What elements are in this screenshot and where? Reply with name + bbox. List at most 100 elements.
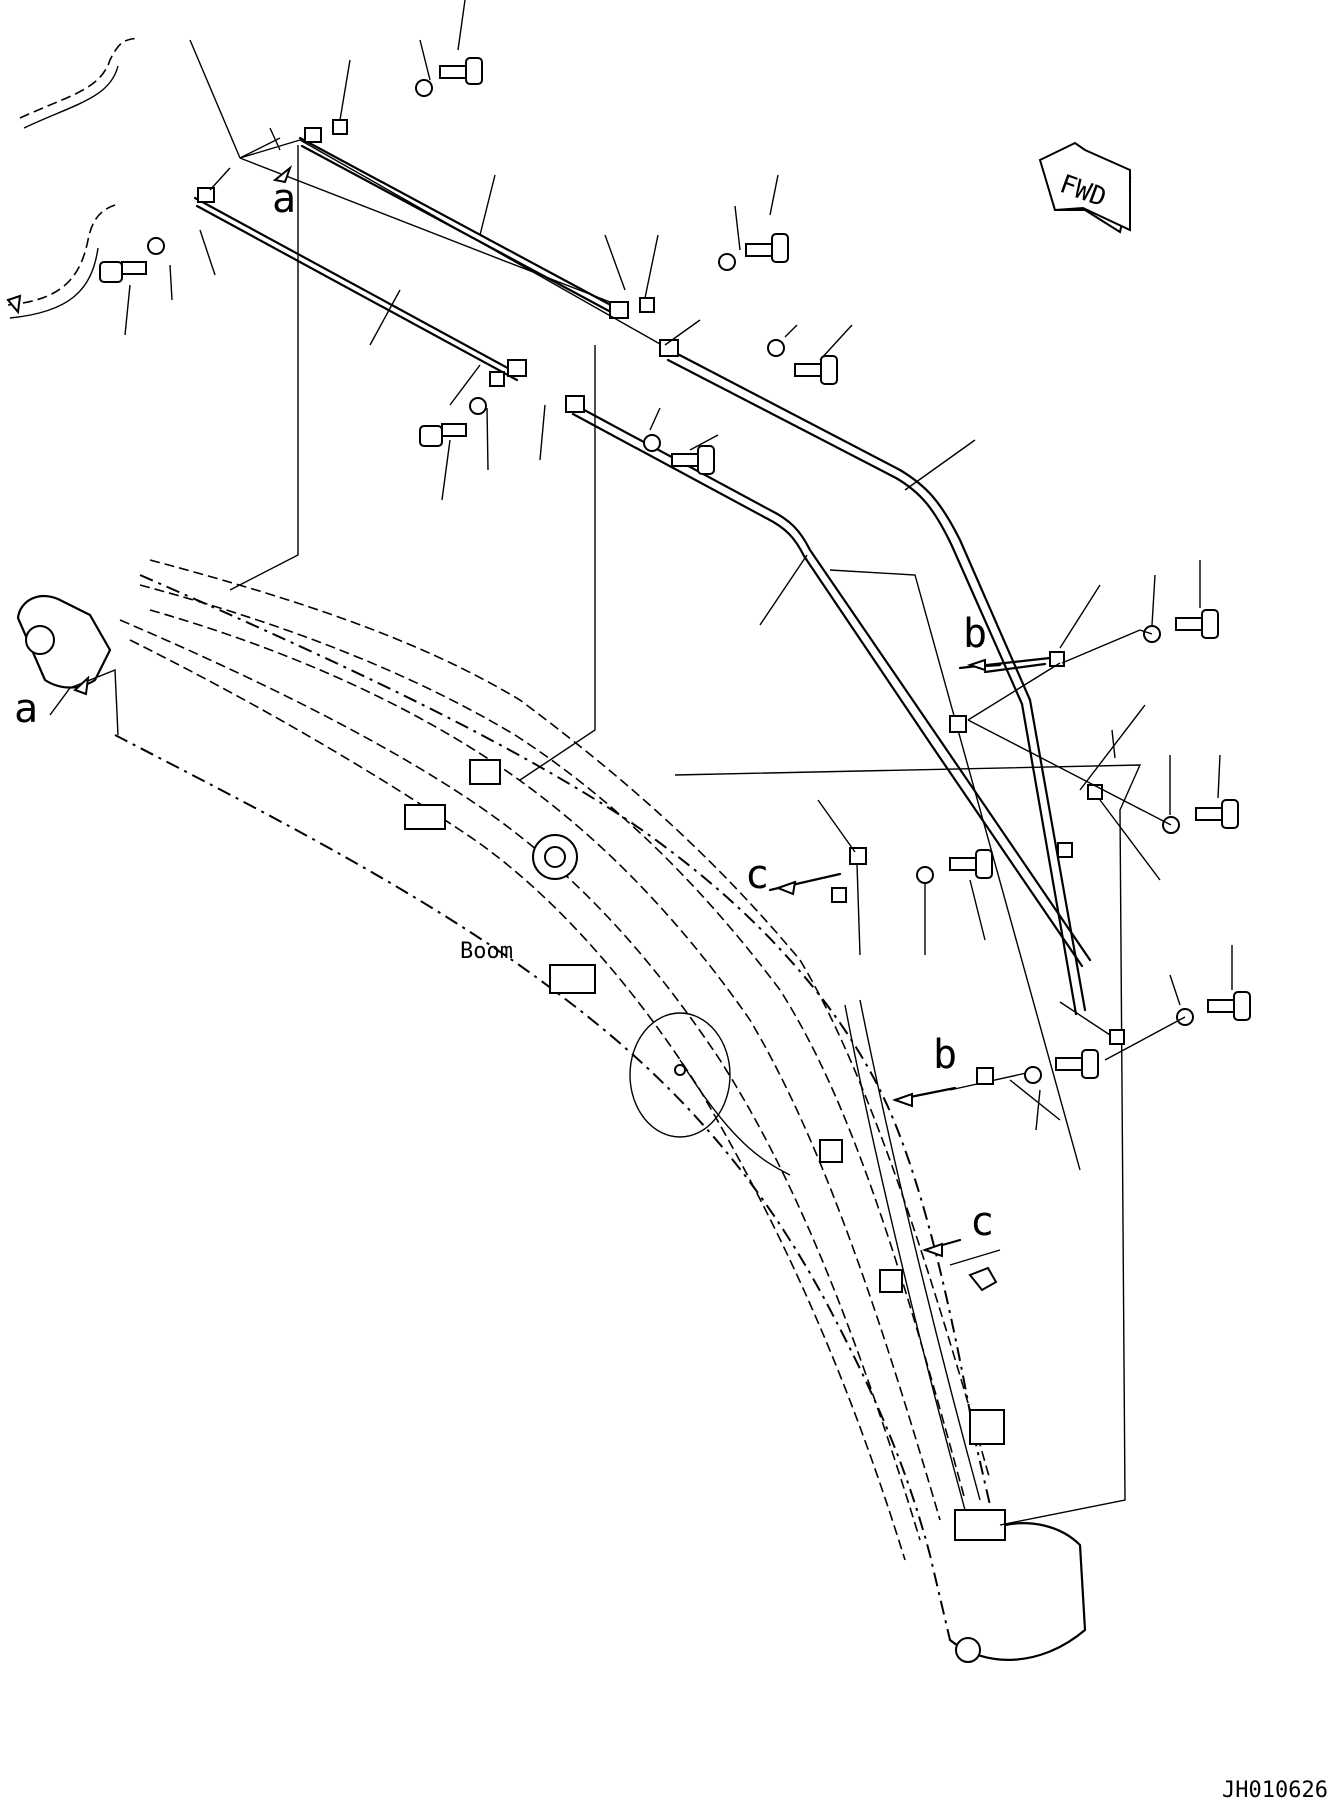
boom-pipe xyxy=(844,1004,966,1511)
reference-line xyxy=(519,345,596,781)
arrow-line xyxy=(768,656,1052,1252)
washer xyxy=(147,237,165,255)
detail-frame xyxy=(674,764,1142,1526)
washer xyxy=(469,397,487,415)
hose-lower-outline xyxy=(9,247,99,319)
boom-hose xyxy=(139,584,966,1501)
forward-direction-arrow: FWD xyxy=(1038,141,1132,234)
hose-end-arrow xyxy=(6,294,22,315)
leader-line xyxy=(817,560,1233,1131)
pipe-3 xyxy=(668,348,1087,1012)
arrow-head xyxy=(272,165,293,184)
boom-hose xyxy=(119,619,921,1541)
pipe-fitting xyxy=(197,187,215,203)
boom-foot xyxy=(16,594,112,689)
reference-line xyxy=(229,145,299,591)
arrow-head xyxy=(921,1242,943,1258)
washer xyxy=(718,253,736,271)
arrow-head xyxy=(966,658,986,672)
pipe-fitting xyxy=(565,395,585,413)
pipe-fitting xyxy=(659,339,679,357)
clamp xyxy=(1109,1029,1125,1045)
boom-clamp xyxy=(969,1409,1005,1445)
label-a-lower: a xyxy=(14,686,38,732)
leader-line xyxy=(124,0,976,626)
pipe-fitting xyxy=(507,359,527,377)
clamp xyxy=(639,297,655,313)
drawing-number: JH010626 xyxy=(1222,1778,1328,1803)
bolt xyxy=(1207,991,1251,1021)
clamp xyxy=(949,715,967,733)
arrow-head xyxy=(775,880,797,896)
washer xyxy=(767,339,785,357)
boom-hose xyxy=(149,559,991,1481)
bolt xyxy=(439,57,483,85)
bolt xyxy=(1055,1049,1099,1079)
boom-plate-bolt xyxy=(674,1064,686,1076)
boom-clamp xyxy=(404,804,446,830)
clamp xyxy=(1087,784,1103,800)
pipe-1 xyxy=(298,136,622,312)
clamp xyxy=(976,1067,994,1085)
boom-clamp xyxy=(819,1139,843,1163)
detail-frame xyxy=(829,569,1081,1171)
detail-frame xyxy=(949,1069,1041,1266)
pipe-fitting xyxy=(304,127,322,143)
boom-clamp xyxy=(469,759,501,785)
arrow-head xyxy=(73,675,90,696)
clamp xyxy=(849,847,867,865)
bolt xyxy=(99,261,147,283)
clamp xyxy=(1057,842,1073,858)
upper-pipe-assembly xyxy=(6,0,1092,1016)
boom-outline-upper xyxy=(139,574,991,1506)
boom-plate xyxy=(629,1012,731,1138)
clamp xyxy=(489,371,505,387)
hose-lower xyxy=(7,204,116,306)
clamp xyxy=(1049,651,1065,667)
boom-clamp xyxy=(549,964,596,994)
leader-line xyxy=(239,137,661,345)
bolt xyxy=(794,355,838,385)
boom-wire xyxy=(679,1059,791,1176)
label-b-upper: b xyxy=(963,611,987,657)
pipe-4 xyxy=(573,403,1092,962)
reference-line xyxy=(49,668,119,736)
pipe-4b xyxy=(571,412,1084,968)
boom-clamp xyxy=(879,1269,903,1293)
boom-tip-pin xyxy=(955,1637,981,1663)
swivel-joint-inner xyxy=(544,846,566,868)
washer xyxy=(415,79,433,97)
boom-foot-pin xyxy=(25,625,55,655)
label-b-lower: b xyxy=(933,1032,957,1078)
label-c-upper: c xyxy=(745,852,769,898)
boom-label: Boom xyxy=(460,939,513,964)
boom-clamp xyxy=(954,1509,1006,1541)
washer xyxy=(1024,1066,1042,1084)
pipe-3b xyxy=(666,358,1078,1016)
boom-assembly xyxy=(16,145,1251,1663)
bolt xyxy=(1195,799,1239,829)
clamp xyxy=(332,119,348,135)
arrow-head xyxy=(891,1092,913,1108)
bolt xyxy=(745,233,789,263)
boom-hose xyxy=(129,639,906,1561)
label-a-upper: a xyxy=(272,176,296,222)
boom-pipe xyxy=(859,999,981,1501)
washer xyxy=(643,434,661,452)
bolt xyxy=(671,445,715,475)
boom-tip xyxy=(948,1522,1087,1661)
pipe-2b xyxy=(195,204,519,382)
label-c-lower: c xyxy=(970,1199,994,1245)
hose-upper xyxy=(19,37,139,119)
pipe-2 xyxy=(193,196,517,374)
pipe-fitting xyxy=(609,301,629,319)
hose-upper-outline xyxy=(23,65,119,129)
washer xyxy=(916,866,934,884)
bolt xyxy=(1175,609,1219,639)
cap-part xyxy=(968,1266,998,1292)
bolt xyxy=(949,849,993,879)
bolt xyxy=(419,423,467,447)
boom-hose xyxy=(149,609,941,1521)
boom-outline-lower xyxy=(114,734,951,1641)
